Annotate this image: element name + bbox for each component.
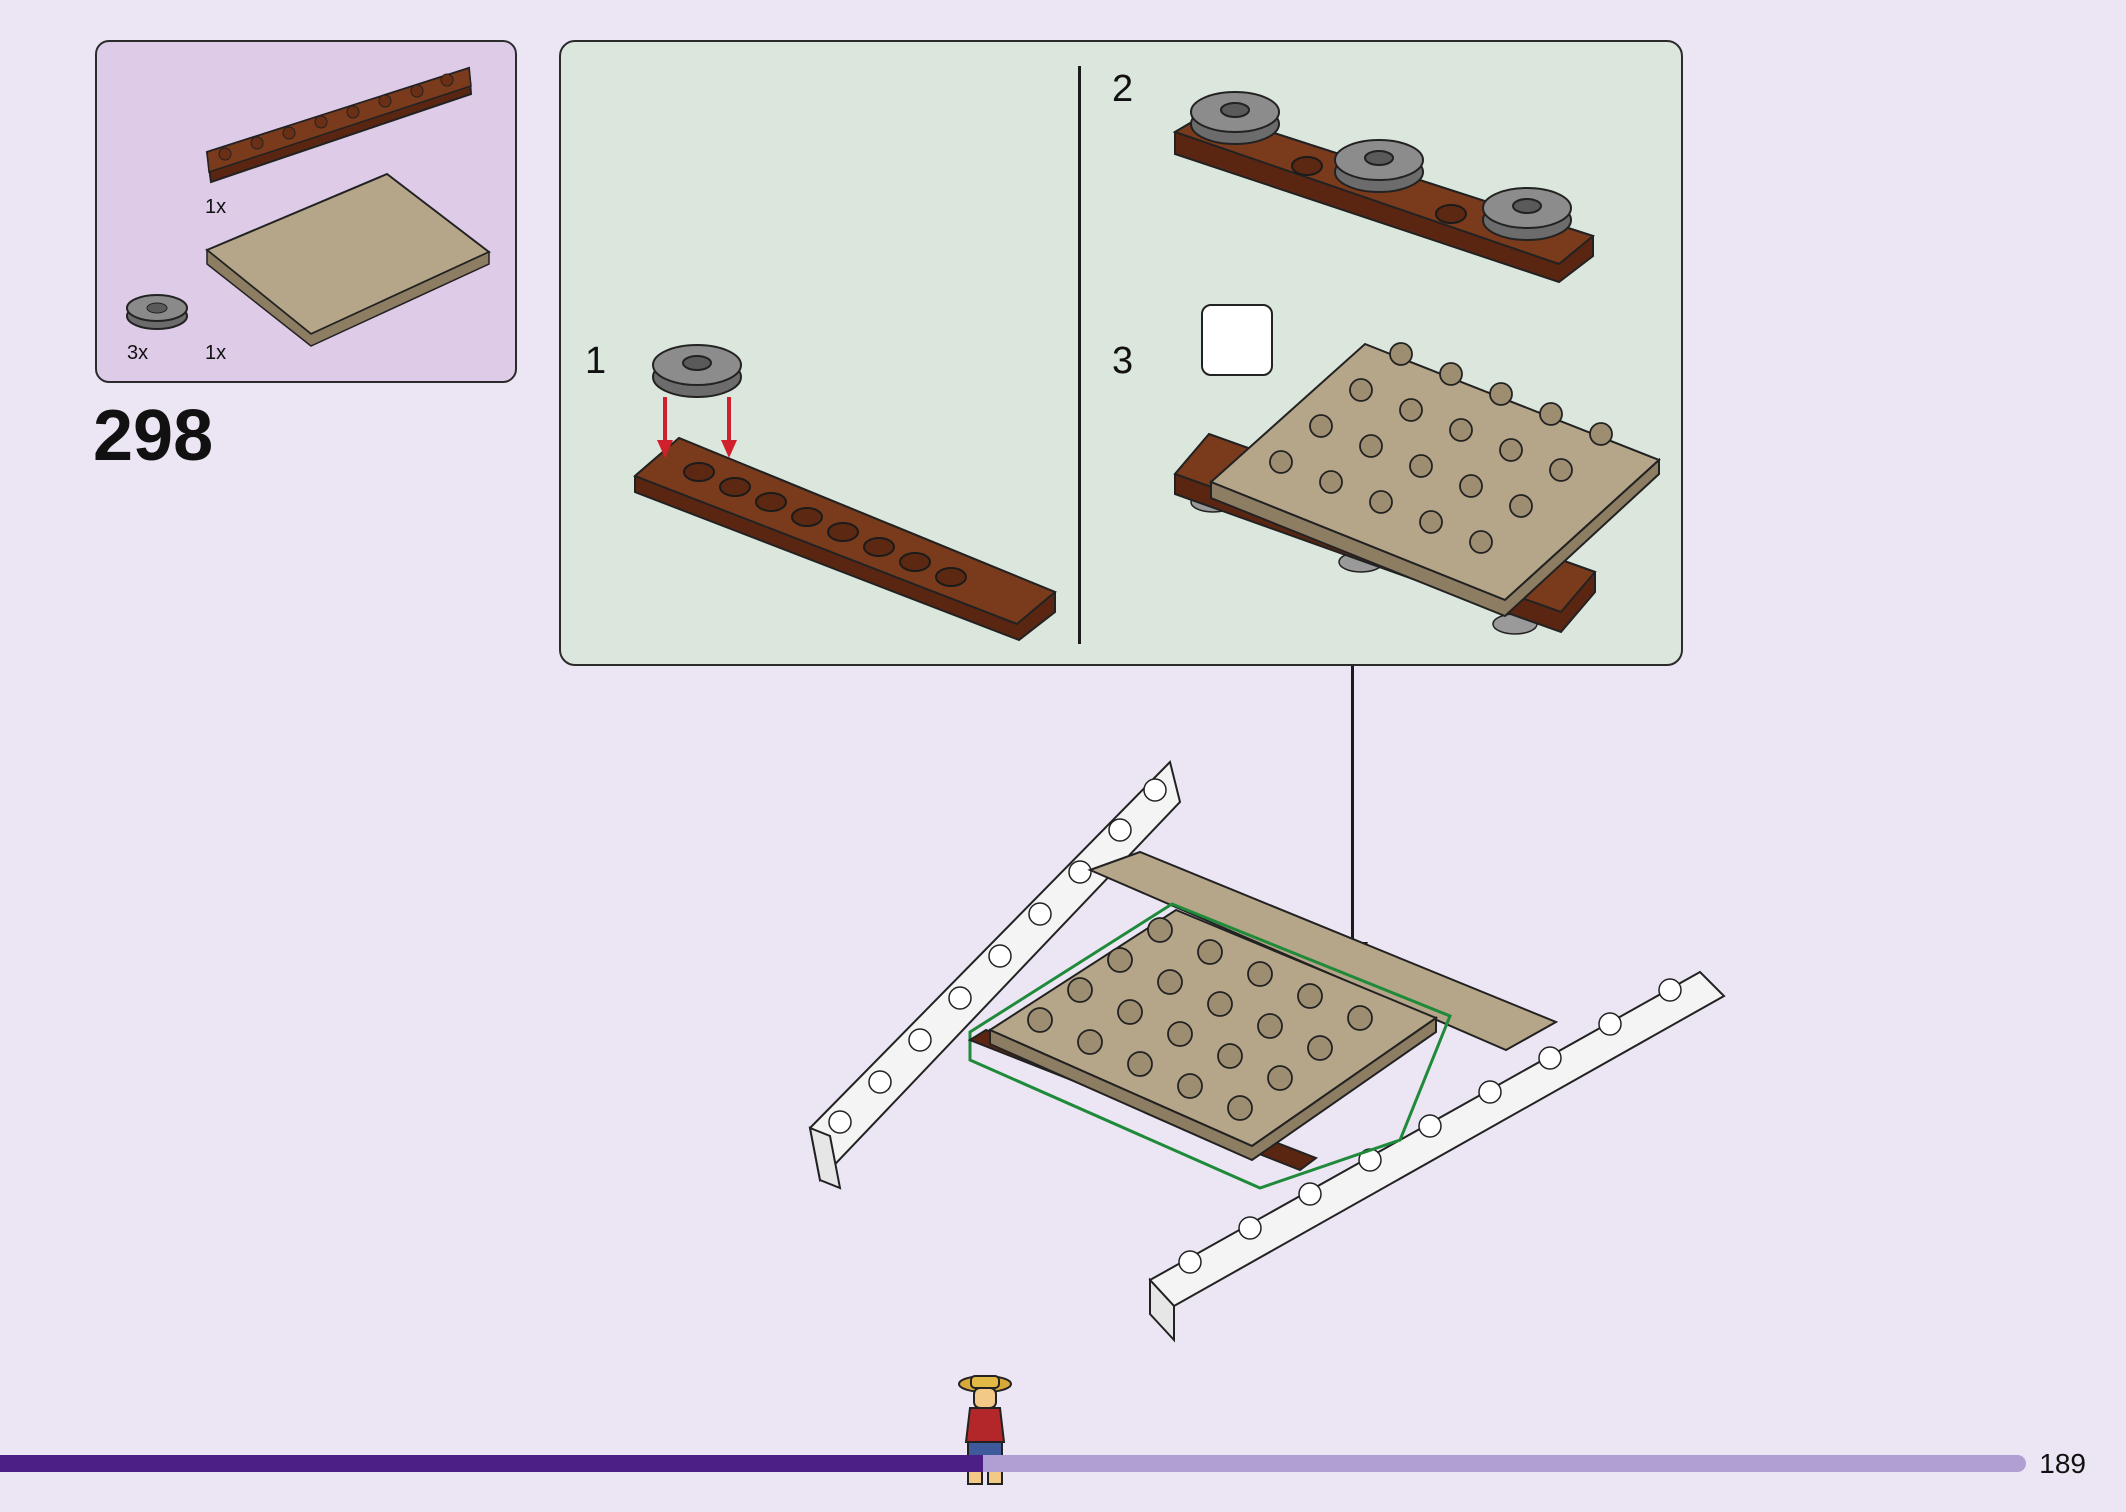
round-plate-1 (652, 344, 742, 398)
round-plate-2c (1482, 187, 1572, 241)
brown-plate-part (205, 66, 473, 184)
tan-plate-qty: 1x (205, 342, 227, 364)
parts-list-panel: 1x 1x 3x (95, 40, 517, 383)
round-plate-2b (1334, 139, 1424, 193)
down-arrow-icon (657, 397, 737, 458)
progress-bar-fill (0, 1455, 983, 1472)
step-number: 298 (93, 396, 214, 476)
minifigure-progress-marker (958, 1375, 1012, 1485)
right-white-rail (1148, 970, 1726, 1343)
brown-plate-qty: 1x (205, 196, 227, 218)
substep-panel: 1 2 3 (559, 40, 1683, 666)
round-plate-qty: 3x (127, 342, 149, 364)
substep-3-illustration (1173, 342, 1661, 635)
substep-label-3: 3 (1112, 340, 1134, 382)
round-plate-part (126, 294, 188, 330)
main-model-illustration (808, 760, 1726, 1343)
callout-connector-line (1351, 666, 1354, 956)
substep-divider (1078, 66, 1081, 644)
substep-2-illustration (1172, 91, 1596, 284)
substep-label-2: 2 (1112, 68, 1134, 110)
substep-label-1: 1 (585, 340, 607, 382)
progress-bar (0, 1455, 2026, 1472)
substep-1-illustration (633, 344, 1057, 642)
tan-plate-part (205, 172, 491, 347)
parts-illustration (126, 66, 491, 347)
left-white-rail (808, 760, 1182, 1190)
substep-illustrations (633, 91, 1661, 642)
page-number: 189 (2039, 1448, 2086, 1479)
new-assembly-callout (967, 902, 1452, 1190)
rotate-indicator-box (1201, 304, 1273, 376)
round-plate-2a (1190, 91, 1280, 145)
